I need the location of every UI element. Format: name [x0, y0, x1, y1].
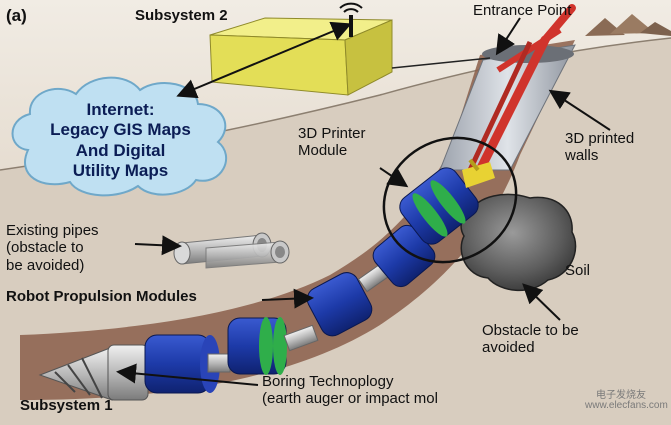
label-entrance-point: Entrance Point [473, 2, 572, 19]
arrow-printer [379, 167, 409, 188]
cable-box-to-entrance [391, 57, 491, 69]
wifi-icon [339, 2, 363, 13]
label-internet: Internet: Legacy GIS Maps And Digital Ut… [50, 100, 191, 181]
shaft-1 [207, 353, 231, 373]
label-robot-propulsion: Robot Propulsion Modules [6, 288, 197, 305]
label-existing-pipes: Existing pipes (obstacle to be avoided) [6, 222, 99, 274]
label-3d-printer-module: 3D Printer Module [298, 125, 366, 160]
arrow-obstacle [522, 283, 561, 321]
printer-module-highlight [382, 136, 518, 264]
label-obstacle: Obstacle to be avoided [482, 322, 579, 357]
rock-obstacle [460, 193, 577, 292]
robot-module-3 [306, 272, 373, 337]
label-3d-printed-walls: 3D printed walls [565, 130, 635, 165]
label-subsystem-2: Subsystem 2 [135, 7, 228, 24]
label-boring-technology: Boring Technoplogy (earth auger or impac… [262, 373, 438, 408]
red-pipe-top [541, 4, 576, 44]
robot-module-2 [227, 317, 287, 375]
arrow-pipes [134, 235, 182, 256]
internet-cloud [11, 76, 228, 197]
label-subsystem-1: Subsystem 1 [20, 397, 113, 414]
shaft-2 [283, 324, 319, 352]
arrow-walls [548, 89, 611, 131]
link-box-cloud [176, 21, 352, 99]
watermark-line-2: www.elecfans.com [585, 400, 668, 411]
arrow-entrance [495, 17, 521, 56]
arrow-boring [116, 363, 259, 386]
spoil-pile-3 [640, 22, 671, 36]
spoil-pile-2 [610, 14, 655, 34]
label-soil: Soil [565, 262, 591, 279]
antenna-mast [349, 15, 353, 37]
arrow-propulsion [261, 288, 314, 309]
red-pipe-3 [467, 40, 533, 172]
panel-label: (a) [6, 6, 27, 25]
existing-pipes [173, 232, 290, 269]
watermark-line-1: 电子发烧友 [596, 390, 646, 401]
printer-module [399, 158, 495, 245]
